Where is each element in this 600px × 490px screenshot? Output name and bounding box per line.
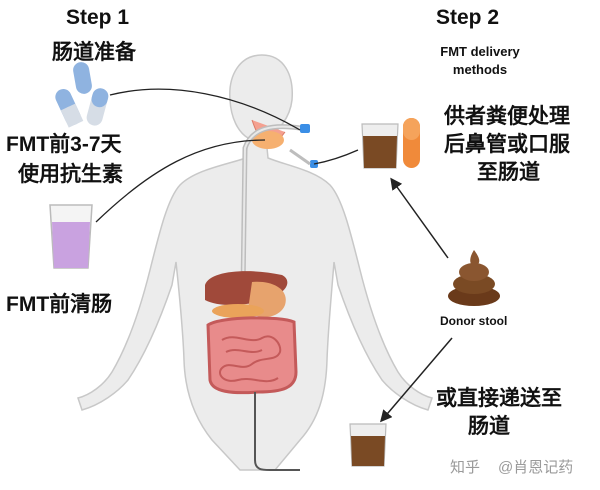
step2-title: Step 2 <box>436 6 500 29</box>
upper-route-line3: 至肠道 <box>477 161 540 184</box>
stool-pile-icon <box>448 250 500 306</box>
antibiotics-label-line2: 使用抗生素 <box>18 163 123 186</box>
lower-route-line2: 肠道 <box>468 415 510 438</box>
step2-subtitle-line2: methods <box>452 62 508 77</box>
upper-route-line2: 后鼻管或口服 <box>444 133 570 156</box>
bowel-prep-label: FMT前清肠 <box>6 293 113 316</box>
connector-capsules-to-mouth <box>109 88 301 131</box>
water-glass-icon <box>49 204 93 269</box>
step1-subtitle: 肠道准备 <box>52 41 136 64</box>
step2-subtitle-line1: FMT delivery <box>440 44 520 59</box>
stool-jar-icon <box>361 123 399 169</box>
step1-title: Step 1 <box>66 6 130 29</box>
watermark-platform: 知乎 <box>450 459 481 476</box>
upper-route-line1: 供者粪便处理 <box>444 105 570 128</box>
stool-jar-icon-lower <box>349 423 387 467</box>
antibiotics-label-line1: FMT前3-7天 <box>6 133 122 156</box>
watermark-author: @肖恩记药 <box>498 459 574 476</box>
capsule-icon <box>55 62 109 128</box>
arrow-donor-to-upper <box>390 177 449 259</box>
lower-route-line1: 或直接递送至 <box>436 387 562 410</box>
donor-stool-label: Donor stool <box>440 314 508 328</box>
human-body-icon <box>77 54 433 471</box>
capsule-orange-icon <box>403 118 420 168</box>
connector-jar-to-nose <box>313 149 359 165</box>
connector-glass-to-tube <box>95 139 266 223</box>
arrow-donor-to-lower <box>380 337 453 423</box>
